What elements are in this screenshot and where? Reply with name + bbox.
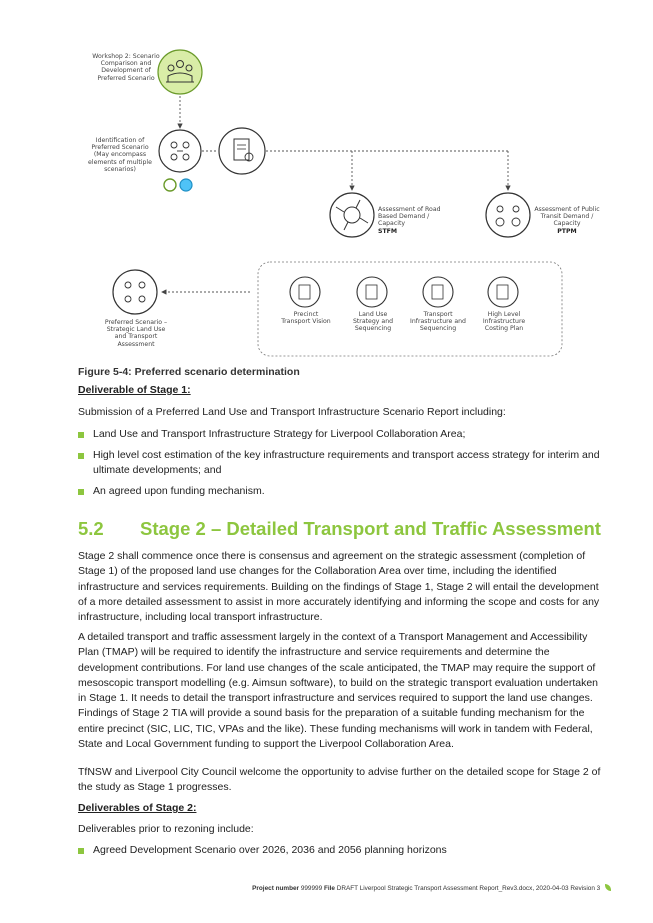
identification-node-icon (158, 129, 202, 173)
costing-plan-label: High Level Infrastructure Costing Plan (482, 311, 526, 333)
land-use-label: Land Use Strategy and Sequencing (352, 311, 394, 333)
costing-plan-icon (487, 276, 519, 308)
section-title: Stage 2 – Detailed Transport and Traffic… (140, 518, 601, 539)
page-footer: Project number 999999 File DRAFT Liverpo… (252, 884, 611, 892)
list-item-text: Agreed Development Scenario over 2026, 2… (93, 844, 447, 856)
preferred-scenario-label: Preferred Scenario – Strategic Land Use … (104, 319, 168, 348)
project-number: 999999 (300, 885, 323, 892)
paragraph-2: A detailed transport and traffic assessm… (78, 631, 599, 751)
bullet-marker (78, 848, 84, 854)
infra-sequencing-icon (422, 276, 454, 308)
transit-assessment-icon (485, 192, 531, 238)
file-label: File (323, 885, 335, 892)
preferred-scenario-icon (112, 269, 158, 315)
list-item-text: High level cost estimation of the key in… (93, 449, 600, 477)
stage1-heading: Deliverable of Stage 1: (78, 384, 191, 396)
bullet-marker (78, 432, 84, 438)
figure-caption: Figure 5-4: Preferred scenario determina… (78, 366, 300, 378)
road-assessment-text: Assessment of Road Based Demand / Capaci… (378, 206, 441, 228)
stage2-intro: Deliverables prior to rezoning include: (78, 823, 254, 835)
transit-assessment-text: Assessment of Public Transit Demand / Ca… (534, 206, 600, 228)
blue-scenario-circle (179, 178, 193, 192)
vision-label: Precinct Transport Vision (281, 311, 331, 326)
paragraph-3: TfNSW and Liverpool City Council welcome… (78, 766, 601, 794)
leaf-logo-icon (605, 884, 611, 891)
project-label: Project number (252, 885, 300, 892)
diagram-graphics (112, 49, 563, 357)
stage1-intro: Submission of a Preferred Land Use and T… (78, 406, 506, 418)
vision-icon (289, 276, 321, 308)
revision-number: 3 (596, 885, 601, 892)
component-group-box (257, 261, 563, 357)
land-use-icon (356, 276, 388, 308)
workshop-label: Workshop 2: Scenario Comparison and Deve… (92, 53, 160, 82)
transit-model-name: PTPM (557, 227, 577, 235)
revision-label: Revision (570, 885, 595, 892)
file-name: DRAFT Liverpool Strategic Transport Asse… (336, 885, 569, 892)
paragraph-1: Stage 2 shall commence once there is con… (78, 550, 600, 624)
bullet-marker (78, 489, 84, 495)
infra-sequencing-label: Transport Infrastructure and Sequencing (410, 311, 466, 333)
list-item-text: Land Use and Transport Infrastructure St… (93, 428, 466, 440)
list-item: An agreed upon funding mechanism. (78, 484, 608, 499)
road-assessment-icon (329, 192, 375, 238)
road-assessment-label: Assessment of Road Based Demand / Capaci… (378, 206, 458, 235)
preferred-scenario-diagram: Workshop 2: Scenario Comparison and Deve… (0, 0, 653, 360)
identification-label: Identification of Preferred Scenario (Ma… (88, 137, 152, 173)
bullet-marker (78, 453, 84, 459)
road-model-name: STFM (378, 227, 398, 235)
transit-assessment-label: Assessment of Public Transit Demand / Ca… (533, 206, 601, 235)
stage2-heading: Deliverables of Stage 2: (78, 802, 197, 814)
section-number: 5.2 (78, 518, 104, 539)
list-item: High level cost estimation of the key in… (78, 448, 608, 479)
list-item: Land Use and Transport Infrastructure St… (78, 427, 608, 442)
list-item: Agreed Development Scenario over 2026, 2… (78, 843, 608, 858)
green-scenario-circle (163, 178, 177, 192)
workshop-node-icon (157, 49, 203, 95)
list-item-text: An agreed upon funding mechanism. (93, 485, 265, 497)
section-heading: 5.2 Stage 2 – Detailed Transport and Traf… (78, 518, 601, 540)
report-node-icon (218, 127, 266, 175)
